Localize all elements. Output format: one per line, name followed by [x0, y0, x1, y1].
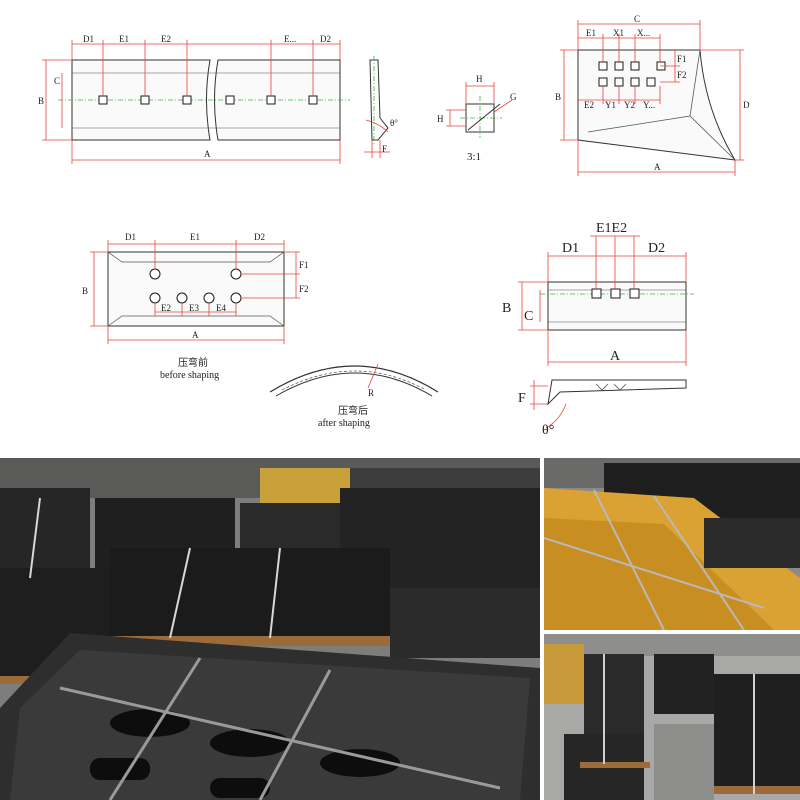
label-F-5: F — [518, 391, 526, 406]
hole — [98, 95, 108, 105]
yellow-plates-photo — [544, 458, 800, 630]
label-D1-4: D1 — [125, 232, 136, 242]
label-E1: E1 — [119, 34, 129, 44]
label-F1-4: F1 — [299, 260, 309, 270]
dim-lines-top-1 — [42, 40, 341, 164]
side-profile-5 — [547, 379, 687, 406]
label-F-1: F — [382, 144, 387, 154]
label-B-5: B — [502, 301, 511, 316]
warehouse-stacks-photo — [0, 458, 540, 800]
label-A-3: A — [654, 162, 661, 172]
after-shaping-cn: 压弯后 — [338, 404, 368, 417]
label-R: R — [368, 388, 374, 398]
label-E1-4: E1 — [190, 232, 200, 242]
hole — [308, 95, 318, 105]
label-Y1: Y1 — [605, 100, 616, 110]
label-D2-4: D2 — [254, 232, 265, 242]
label-F1-3: F1 — [677, 54, 687, 64]
drawing-2-hole-detail: H H G 3:1 — [437, 74, 517, 163]
label-Y2: Y2 — [624, 100, 635, 110]
before-shaping-cn: 压弯前 — [178, 356, 208, 369]
label-E2-3: E2 — [584, 100, 594, 110]
label-A-4: A — [192, 330, 199, 340]
label-E3-4: E3 — [189, 303, 199, 313]
label-D2-5: D2 — [648, 241, 665, 256]
radius-arrow — [367, 363, 379, 389]
black-plates-aisle-photo — [544, 634, 800, 800]
angle-arc-1 — [365, 119, 389, 133]
label-D-3: D — [743, 100, 750, 110]
hole — [182, 95, 192, 105]
drawing-4-curved-plate: D1 E1 D2 F1 F2 B E2 E3 E4 A 压弯前 before s… — [82, 232, 439, 429]
side-profile-1 — [369, 59, 389, 141]
curved-plate-outer — [269, 365, 439, 393]
label-E2: E2 — [161, 34, 171, 44]
label-D1-5: D1 — [562, 241, 579, 256]
technical-drawings: D1 E1 E2 E... D2 B C A θ° F H H — [38, 14, 750, 438]
drawing-5-short-plate: E1E2 D1 D2 B C A F θ° — [502, 221, 694, 438]
label-H-top: H — [476, 74, 483, 84]
label-F2-3: F2 — [677, 70, 687, 80]
label-A: A — [204, 149, 211, 159]
label-C-3: C — [634, 14, 640, 24]
drawing-1-long-plate: D1 E1 E2 E... D2 B C A θ° F — [38, 34, 398, 164]
before-shaping-en: before shaping — [160, 370, 219, 381]
label-H-side: H — [437, 114, 444, 124]
scale-ratio: 3:1 — [467, 151, 481, 163]
label-angle-5: θ° — [542, 423, 554, 438]
plate-right-half — [214, 59, 341, 141]
label-B-4: B — [82, 286, 88, 296]
label-D2: D2 — [320, 34, 331, 44]
hole — [225, 95, 235, 105]
label-E1E2-5: E1E2 — [596, 221, 627, 236]
label-E2-4: E2 — [161, 303, 171, 313]
drawings-canvas: D1 E1 E2 E... D2 B C A θ° F H H — [38, 14, 750, 438]
label-F2-4: F2 — [299, 284, 309, 294]
holes-short-plate — [591, 288, 640, 299]
hole — [140, 95, 150, 105]
after-shaping-en: after shaping — [318, 418, 370, 429]
holes-curved-plate — [149, 268, 242, 304]
label-B: B — [38, 96, 44, 106]
label-E4-4: E4 — [216, 303, 226, 313]
label-B-3: B — [555, 92, 561, 102]
label-Y: Y... — [643, 100, 655, 110]
holes-row-1 — [98, 95, 318, 105]
curved-plate-inner — [275, 372, 433, 397]
label-E1-3: E1 — [586, 28, 596, 38]
label-G: G — [510, 92, 517, 102]
label-angle-1: θ° — [390, 118, 398, 128]
plate-flat-outline — [107, 251, 285, 327]
label-A-5: A — [610, 349, 621, 364]
label-C: C — [54, 76, 60, 86]
label-C-5: C — [524, 309, 533, 324]
label-X: X... — [637, 28, 650, 38]
label-E: E... — [284, 34, 296, 44]
drawing-3-end-bit: C E1 X1 X... F1 F2 B D E2 Y1 Y2 Y... A — [555, 14, 750, 176]
label-D1: D1 — [83, 34, 94, 44]
label-X1: X1 — [613, 28, 624, 38]
hole — [266, 95, 276, 105]
